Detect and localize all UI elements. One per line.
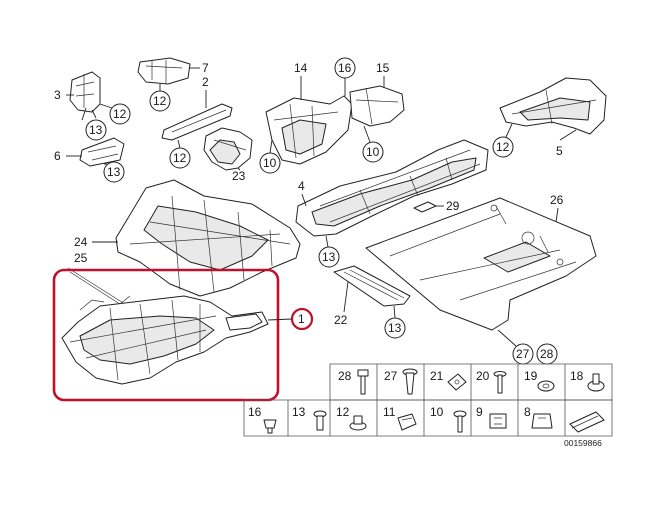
hw-label-10: 10: [430, 405, 444, 419]
part-2-strip[interactable]: [161, 103, 233, 141]
screw-10-icon[interactable]: [453, 410, 467, 433]
part-23-bracket[interactable]: [203, 127, 253, 171]
nut-12-icon[interactable]: [349, 415, 367, 431]
callout-13-b[interactable]: [103, 161, 125, 183]
diagram-code: 00159866: [564, 438, 602, 448]
part-26-rear-panel[interactable]: [365, 197, 597, 331]
clip-8-icon[interactable]: [531, 413, 553, 429]
part-14-heat-shield[interactable]: [265, 95, 353, 165]
part-1-underbody-panel[interactable]: [61, 295, 269, 385]
label-12-c: 12: [173, 151, 187, 165]
part-7-bracket[interactable]: [137, 57, 191, 85]
label-12-a: 12: [113, 107, 127, 121]
hw-label-9: 9: [476, 405, 483, 419]
hw-label-27: 27: [384, 369, 398, 383]
hw-label-19: 19: [524, 369, 538, 383]
label-2: 2: [202, 75, 209, 89]
hw-label-18: 18: [570, 369, 584, 383]
hw-label-16: 16: [248, 405, 262, 419]
screw-20-icon[interactable]: [493, 371, 507, 394]
grommet-16-icon[interactable]: [263, 419, 277, 434]
label-26: 26: [550, 193, 564, 207]
hw-label-11: 11: [383, 405, 396, 419]
label-6: 6: [54, 149, 61, 163]
label-15: 15: [376, 61, 390, 75]
part-5-rear-shield[interactable]: [499, 77, 607, 135]
clip-9-icon[interactable]: [489, 413, 507, 429]
part-6-bracket[interactable]: [79, 137, 125, 167]
label-12-d: 12: [496, 140, 510, 154]
arrow-icon: [569, 411, 605, 433]
label-1: 1: [298, 312, 305, 326]
washer-19-icon[interactable]: [537, 380, 555, 392]
pin-27-icon[interactable]: [402, 368, 418, 395]
label-7: 7: [202, 61, 209, 75]
callout-13-c[interactable]: [318, 246, 340, 268]
label-13-a: 13: [89, 123, 103, 137]
bolt-28-icon[interactable]: [357, 369, 369, 395]
callout-12-d[interactable]: [492, 136, 514, 158]
label-27: 27: [516, 347, 530, 361]
label-14: 14: [294, 61, 308, 75]
label-13-c: 13: [322, 250, 336, 264]
label-25: 25: [74, 251, 88, 265]
label-13-d: 13: [388, 321, 402, 335]
part-29-plate[interactable]: [413, 201, 437, 213]
label-23: 23: [232, 169, 246, 183]
hw-label-13: 13: [292, 405, 306, 419]
hw-label-20: 20: [476, 369, 490, 383]
callout-10-b[interactable]: [362, 141, 384, 163]
label-12-b: 12: [153, 94, 167, 108]
label-10-b: 10: [366, 145, 380, 159]
highlight-box-part-1: [52, 268, 280, 402]
hw-label-21: 21: [430, 369, 444, 383]
hw-label-12: 12: [336, 405, 350, 419]
label-3: 3: [54, 88, 61, 102]
label-22: 22: [334, 313, 348, 327]
speed-nut-11-icon[interactable]: [397, 413, 417, 431]
nut-plate-21-icon[interactable]: [447, 373, 467, 391]
label-24: 24: [74, 235, 88, 249]
callout-13-a[interactable]: [85, 119, 107, 141]
part-24-floor-panel[interactable]: [115, 179, 301, 297]
label-4: 4: [298, 179, 305, 193]
callout-12-a[interactable]: [109, 103, 131, 125]
part-22-strip[interactable]: [333, 265, 411, 307]
part-4-tunnel-shield[interactable]: [295, 139, 489, 237]
label-16: 16: [338, 61, 352, 75]
label-28: 28: [540, 347, 554, 361]
label-10-a: 10: [263, 156, 277, 170]
hardware-table: [243, 363, 613, 437]
part-3-bracket[interactable]: [69, 71, 101, 113]
label-29: 29: [446, 199, 460, 213]
hw-label-8: 8: [524, 405, 531, 419]
hw-label-28: 28: [338, 369, 352, 383]
part-25-strip[interactable]: [67, 267, 129, 309]
label-5: 5: [556, 144, 563, 158]
clip-13-icon[interactable]: [313, 410, 327, 431]
clip-18-icon[interactable]: [587, 373, 605, 392]
label-13-b: 13: [107, 165, 121, 179]
part-15-shield[interactable]: [349, 85, 405, 127]
